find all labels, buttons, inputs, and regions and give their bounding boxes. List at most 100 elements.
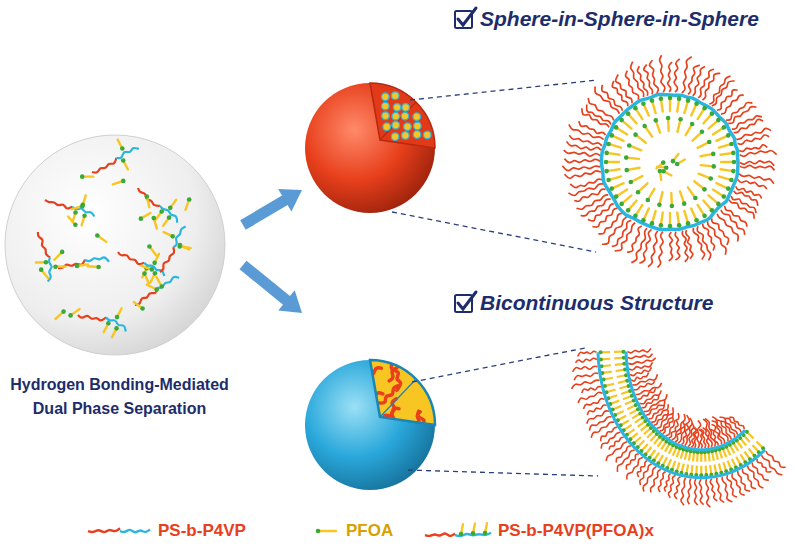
domain-dot — [391, 133, 399, 141]
ps-corona-chain — [687, 479, 690, 505]
ps-corona-chain — [695, 479, 698, 505]
ps-corona-chain — [721, 95, 744, 114]
pfoa-head — [145, 194, 150, 199]
pfoa-head — [471, 531, 476, 536]
ps-corona-chain — [736, 128, 771, 139]
ps-corona-chain — [562, 166, 600, 171]
bicontinuous-node: Bicontinuous Structure — [300, 288, 795, 508]
legend-text: PS-b-P4VP — [158, 521, 246, 541]
pfoa-head — [624, 155, 629, 160]
ps-corona-chain — [728, 107, 756, 124]
arrow-head — [278, 290, 302, 313]
ps-corona-chain — [722, 477, 732, 502]
ps-corona-chain — [766, 451, 786, 467]
pfoa-head — [633, 106, 638, 111]
ps-corona-chain — [642, 395, 659, 408]
pfoa-head — [641, 101, 646, 106]
pfoa-head — [732, 160, 737, 165]
p4vp-shell — [601, 94, 738, 229]
red-worm — [356, 393, 382, 400]
pfoa-head — [159, 284, 164, 289]
ps-corona-chain — [574, 373, 598, 380]
domain-dot — [402, 104, 410, 112]
pfoa-head — [614, 125, 619, 130]
ps-corona-chain — [664, 474, 670, 492]
ps-corona-chain — [740, 161, 774, 166]
red-worm — [356, 368, 381, 380]
zoom-leader — [408, 470, 598, 476]
pfoa-head — [73, 210, 78, 215]
pfoa-head — [624, 168, 629, 173]
pfoa-head — [636, 190, 641, 195]
legend-swatches — [88, 523, 491, 536]
pfoa-head — [53, 264, 58, 269]
ps-corona-chain — [650, 60, 659, 93]
pfoa-head — [707, 140, 712, 145]
ps-sample — [425, 533, 455, 535]
pfoa-head — [677, 223, 682, 228]
ps-corona-chain — [602, 85, 623, 111]
droplet — [5, 135, 225, 355]
legend-text: PS-b-P4VP(PFOA)x — [498, 521, 654, 541]
ps-corona-chain — [587, 411, 609, 424]
domain-dot — [382, 102, 390, 110]
ps-block — [92, 158, 116, 173]
ps-corona-chain — [627, 226, 642, 252]
pfoa-head — [121, 179, 126, 184]
pfoa-head — [96, 265, 101, 270]
arrow-shaft — [243, 265, 288, 302]
sphere-surface — [305, 360, 435, 490]
pfoa-head — [702, 214, 707, 219]
ps-corona-chain — [564, 150, 601, 156]
pfoa-head — [628, 180, 633, 185]
pfoa-head — [668, 96, 673, 101]
pfoa-head — [686, 98, 691, 103]
ps-corona-chain — [572, 380, 600, 389]
pfoa-head — [187, 197, 192, 202]
ps-corona-chain — [700, 429, 705, 448]
pfoa-head — [731, 151, 736, 156]
domain-dot — [402, 132, 410, 140]
pfoa-head — [170, 234, 175, 239]
ps-block — [118, 252, 144, 264]
pfoa-head — [75, 264, 80, 269]
ps-block — [38, 232, 50, 257]
pfoa-head — [115, 315, 120, 320]
cut-edge — [370, 360, 435, 425]
pfoa-head — [658, 169, 663, 174]
pfoa-head — [151, 216, 156, 221]
pfoa-head — [44, 260, 49, 265]
ps-corona-chain — [738, 180, 767, 189]
ps-corona-chain — [628, 354, 653, 359]
pfoa-head — [82, 213, 87, 218]
domain-dot — [423, 131, 431, 139]
ps-corona-chain — [668, 62, 672, 92]
pfoa-head — [626, 208, 631, 213]
pfoa-head — [661, 160, 666, 165]
ps-corona-chain — [681, 478, 686, 505]
p4vp-layer — [598, 352, 765, 477]
pfoa-head — [39, 267, 44, 272]
pfoa-head — [731, 169, 736, 174]
p4vp-block — [116, 148, 138, 158]
domain-dot — [382, 93, 390, 101]
pfoa-head — [114, 326, 119, 331]
pfoa-head — [694, 218, 699, 223]
ps-corona-chain — [748, 466, 764, 488]
pfoa-head — [604, 151, 609, 156]
pfoa-head — [106, 321, 111, 326]
domain-dot — [414, 122, 422, 130]
pfoa-head — [627, 143, 632, 148]
pfoa-head — [650, 98, 655, 103]
pfoa-head — [700, 129, 705, 134]
pfoa-head — [693, 196, 698, 201]
ps-block — [135, 288, 157, 305]
pfoa-head — [120, 146, 125, 151]
bilayer-zoom — [572, 348, 786, 507]
pfoa-head — [152, 261, 157, 266]
ps-block — [78, 315, 106, 320]
pfoa-head — [710, 111, 715, 116]
pfoa-head — [641, 218, 646, 223]
pfoa-head — [642, 124, 647, 129]
